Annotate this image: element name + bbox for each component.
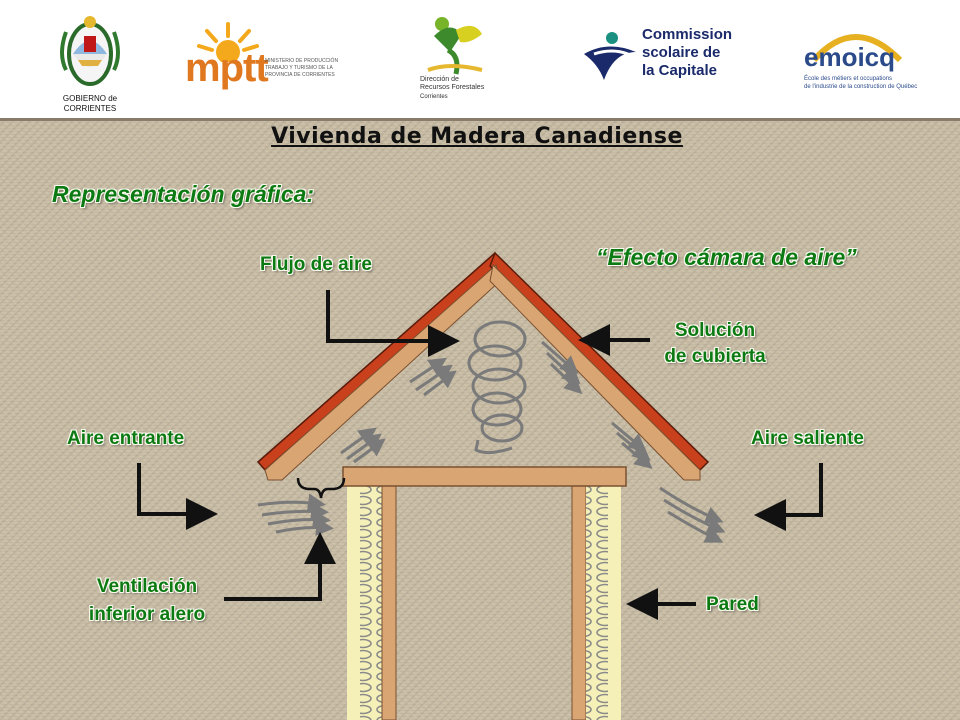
slide-subtitle: Representación gráfica: — [52, 181, 315, 207]
swoosh-person-icon — [584, 32, 636, 80]
emoicq-logo: emoicq École des métiers et occupations … — [800, 20, 950, 100]
csc-line-1: Commission — [642, 26, 733, 43]
recursos-line-2: Recursos Forestales — [420, 84, 485, 91]
label-ventilacion-2: inferior alero — [88, 604, 206, 625]
roof-left-board — [264, 264, 501, 481]
emoicq-brand: emoicq — [804, 42, 896, 72]
gov-line-2: CORRIENTES — [63, 104, 117, 113]
header-bar: GOBIERNO de CORRIENTES mptt MINISTERIO D… — [0, 0, 960, 118]
recursos-forestales-logo: Dirección de Recursos Forestales Corrien… — [420, 14, 500, 114]
label-solucion-1: Solución — [674, 320, 756, 341]
commission-scolaire-logo: Commission scolaire de la Capitale — [578, 24, 738, 94]
label-flujo-de-aire: Flujo de aire — [260, 254, 372, 275]
mptt-logo: mptt MINISTERIO DE PRODUCCIÓN TRABAJO Y … — [185, 22, 339, 102]
vent-bracket — [296, 477, 346, 499]
sun-icon — [197, 22, 259, 62]
header-divider — [0, 118, 960, 121]
mptt-sub-2: TRABAJO Y TURISMO DE LA — [265, 65, 333, 71]
coat-of-arms-icon — [60, 16, 120, 86]
roof-left-red — [256, 251, 501, 472]
csc-line-3: la Capitale — [642, 62, 718, 79]
mptt-brand: mptt — [185, 46, 269, 90]
gobierno-corrientes-logo: GOBIERNO de CORRIENTES — [40, 8, 140, 118]
gov-line-1: GOBIERNO de — [62, 94, 118, 103]
roof-right-board — [489, 263, 701, 481]
aire-entrante-callout-arrow — [137, 463, 218, 530]
effect-title: “Efecto cámara de aire” — [596, 244, 857, 270]
callout-arrows — [137, 290, 823, 620]
recursos-line-1: Dirección de — [420, 76, 459, 83]
label-aire-saliente: Aire saliente — [751, 428, 864, 449]
label-aire-entrante: Aire entrante — [67, 428, 185, 449]
air-swirl — [467, 320, 527, 443]
label-solucion-2: de cubierta — [664, 346, 766, 367]
aire-saliente-callout-arrow — [754, 463, 823, 531]
label-pared: Pared — [706, 594, 759, 615]
air-swirl-tail — [474, 439, 513, 455]
emoicq-sub-1: École des métiers et occupations — [804, 76, 893, 82]
right-wall — [571, 484, 621, 720]
ceiling-beam — [342, 466, 627, 487]
recursos-line-3: Corrientes — [420, 94, 448, 100]
flujo-callout-arrow — [326, 290, 460, 357]
left-wall — [347, 484, 397, 720]
emoicq-arc-icon — [811, 34, 903, 63]
mptt-sub-3: PROVINCIA DE CORRIENTES — [265, 72, 335, 78]
ventilacion-callout-arrow — [224, 532, 336, 601]
tree-figure-icon — [427, 17, 483, 75]
csc-line-2: scolaire de — [642, 44, 721, 61]
label-ventilacion-1: Ventilación — [96, 576, 198, 597]
mptt-sub-1: MINISTERIO DE PRODUCCIÓN — [265, 58, 339, 64]
emoicq-sub-2: de l'industrie de la construction de Qué… — [804, 84, 918, 90]
slide-title: Vivienda de Madera Canadiense — [271, 124, 683, 149]
air-flow-arrows — [257, 340, 726, 543]
slide-background — [0, 121, 960, 720]
